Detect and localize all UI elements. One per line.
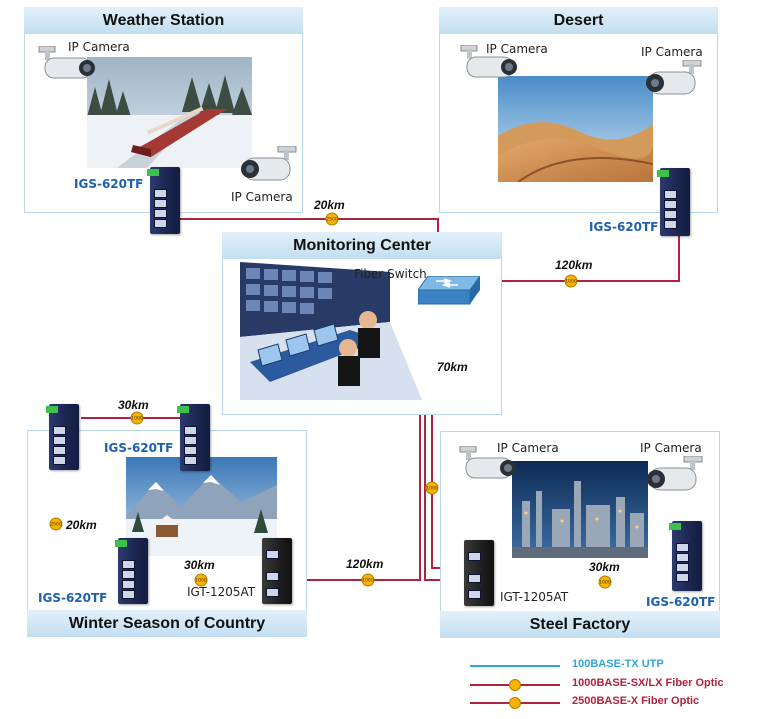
distance-label: 120km	[555, 258, 593, 272]
badge-1000: 1000	[425, 481, 439, 495]
badge-1000: 1000	[361, 573, 375, 587]
snow-train-photo	[87, 57, 252, 168]
ip-camera-label: IP Camera	[231, 190, 293, 204]
ip-camera-label: IP Camera	[640, 441, 702, 455]
ip-camera-icon	[458, 445, 520, 491]
ip-camera-icon	[459, 44, 521, 90]
svg-text:1000: 1000	[362, 578, 374, 584]
fiber-link	[478, 236, 680, 282]
fiber-switch-label: Fiber Switch	[354, 267, 427, 281]
switch-icon	[262, 538, 292, 604]
switch-icon	[464, 540, 494, 606]
control-room-illustration	[240, 262, 422, 400]
svg-text:2500: 2500	[50, 522, 62, 528]
ip-camera-icon	[642, 455, 704, 505]
switch-icon	[669, 521, 702, 591]
switch-model-label: IGT-1205AT	[187, 585, 256, 599]
svg-text:1000: 1000	[599, 580, 611, 586]
desert-photo	[498, 76, 653, 182]
legend-1000-dot	[509, 679, 521, 691]
switch-icon	[657, 168, 690, 236]
switch-model-label: IGT-1205AT	[500, 590, 569, 604]
ip-camera-icon	[236, 145, 298, 195]
svg-text:1000: 1000	[131, 416, 143, 422]
switch-icon	[46, 404, 79, 470]
ip-camera-icon	[641, 59, 703, 109]
switch-icon	[147, 167, 180, 234]
ip-camera-label: IP Camera	[68, 40, 130, 54]
legend-utp-line	[470, 665, 560, 667]
switch-icon	[115, 538, 148, 604]
badge-1000: 1000	[130, 411, 144, 425]
distance-label: 20km	[314, 198, 345, 212]
ip-camera-icon	[37, 45, 99, 91]
panel-title: Winter Season of Country	[27, 610, 307, 637]
distance-label: 30km	[118, 398, 149, 412]
svg-text:1000: 1000	[565, 279, 577, 285]
winter-mountain-photo	[126, 457, 277, 556]
distance-label: 20km	[66, 518, 97, 532]
panel-title: Monitoring Center	[222, 232, 502, 259]
panel-title: Desert	[439, 7, 718, 34]
badge-1000: 1000	[598, 575, 612, 589]
ip-camera-label: IP Camera	[486, 42, 548, 56]
legend-1000-text: 1000BASE-SX/LX Fiber Optic	[572, 677, 724, 689]
legend-2500-dot	[509, 697, 521, 709]
svg-text:1000: 1000	[195, 578, 207, 584]
badge-2500: 2500	[325, 212, 339, 226]
legend-2500-text: 2500BASE-X Fiber Optic	[572, 695, 700, 707]
badge-1000: 1000	[194, 573, 208, 587]
badge-1000: 1000	[564, 274, 578, 288]
legend-utp-text: 100BASE-TX UTP	[572, 658, 664, 670]
distance-label: 30km	[184, 558, 215, 572]
steel-factory-photo	[512, 461, 648, 558]
switch-model-label: IGS-620TF	[104, 441, 174, 455]
panel-title: Weather Station	[24, 7, 303, 34]
switch-model-label: IGS-620TF	[589, 220, 659, 234]
ip-camera-label: IP Camera	[497, 441, 559, 455]
fiber-switch-icon	[418, 276, 480, 306]
distance-label: 70km	[437, 360, 468, 374]
switch-model-label: IGS-620TF	[38, 591, 108, 605]
distance-label: 120km	[346, 557, 384, 571]
svg-text:1000: 1000	[426, 486, 438, 492]
ip-camera-label: IP Camera	[641, 45, 703, 59]
switch-model-label: IGS-620TF	[74, 177, 144, 191]
switch-model-label: IGS-620TF	[646, 595, 716, 609]
switch-icon	[177, 404, 210, 471]
svg-text:2500: 2500	[326, 217, 338, 223]
panel-title: Steel Factory	[440, 611, 720, 638]
distance-label: 30km	[589, 560, 620, 574]
badge-2500: 2500	[49, 517, 63, 531]
